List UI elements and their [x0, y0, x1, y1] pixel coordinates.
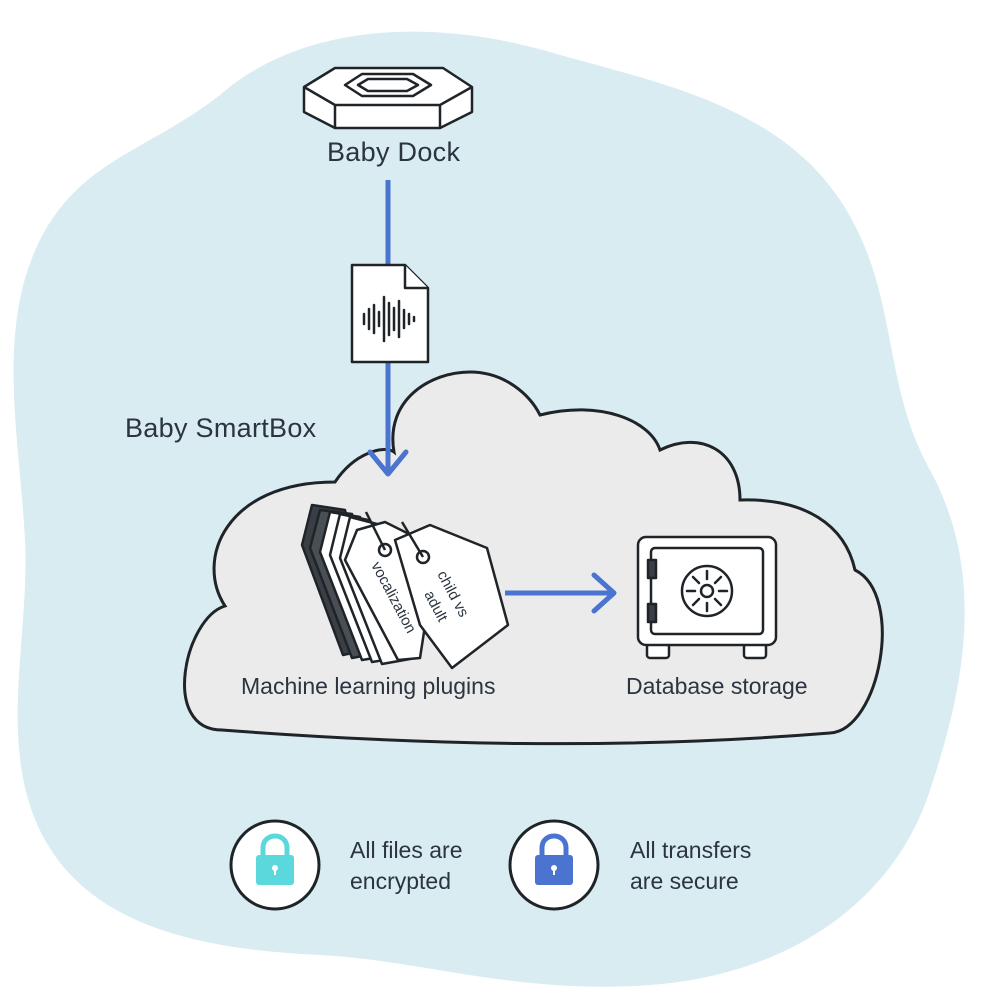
safe-icon: [636, 535, 778, 660]
note-secure-line-2: are secure: [630, 868, 739, 894]
note-encrypted: All files are encrypted: [350, 835, 462, 897]
note-secure-line-1: All transfers: [630, 837, 752, 863]
ml-plugins-tags-icon: [300, 503, 510, 670]
note-secure: All transfers are secure: [630, 835, 751, 897]
arrow-plugins-to-database: [505, 572, 617, 614]
label-baby-dock: Baby Dock: [327, 137, 461, 167]
secure-lock-badge: [508, 819, 600, 911]
label-database-storage: Database storage: [626, 673, 808, 699]
encrypted-lock-badge: [229, 819, 321, 911]
label-ml-plugins: Machine learning plugins: [241, 673, 496, 699]
baby-dock-icon: [302, 66, 474, 130]
waveform-icon: [362, 295, 416, 343]
note-encrypted-line-2: encrypted: [350, 868, 452, 894]
label-baby-smartbox: Baby SmartBox: [125, 413, 317, 443]
audio-file-icon: [350, 263, 430, 364]
note-encrypted-line-1: All files are: [350, 837, 463, 863]
